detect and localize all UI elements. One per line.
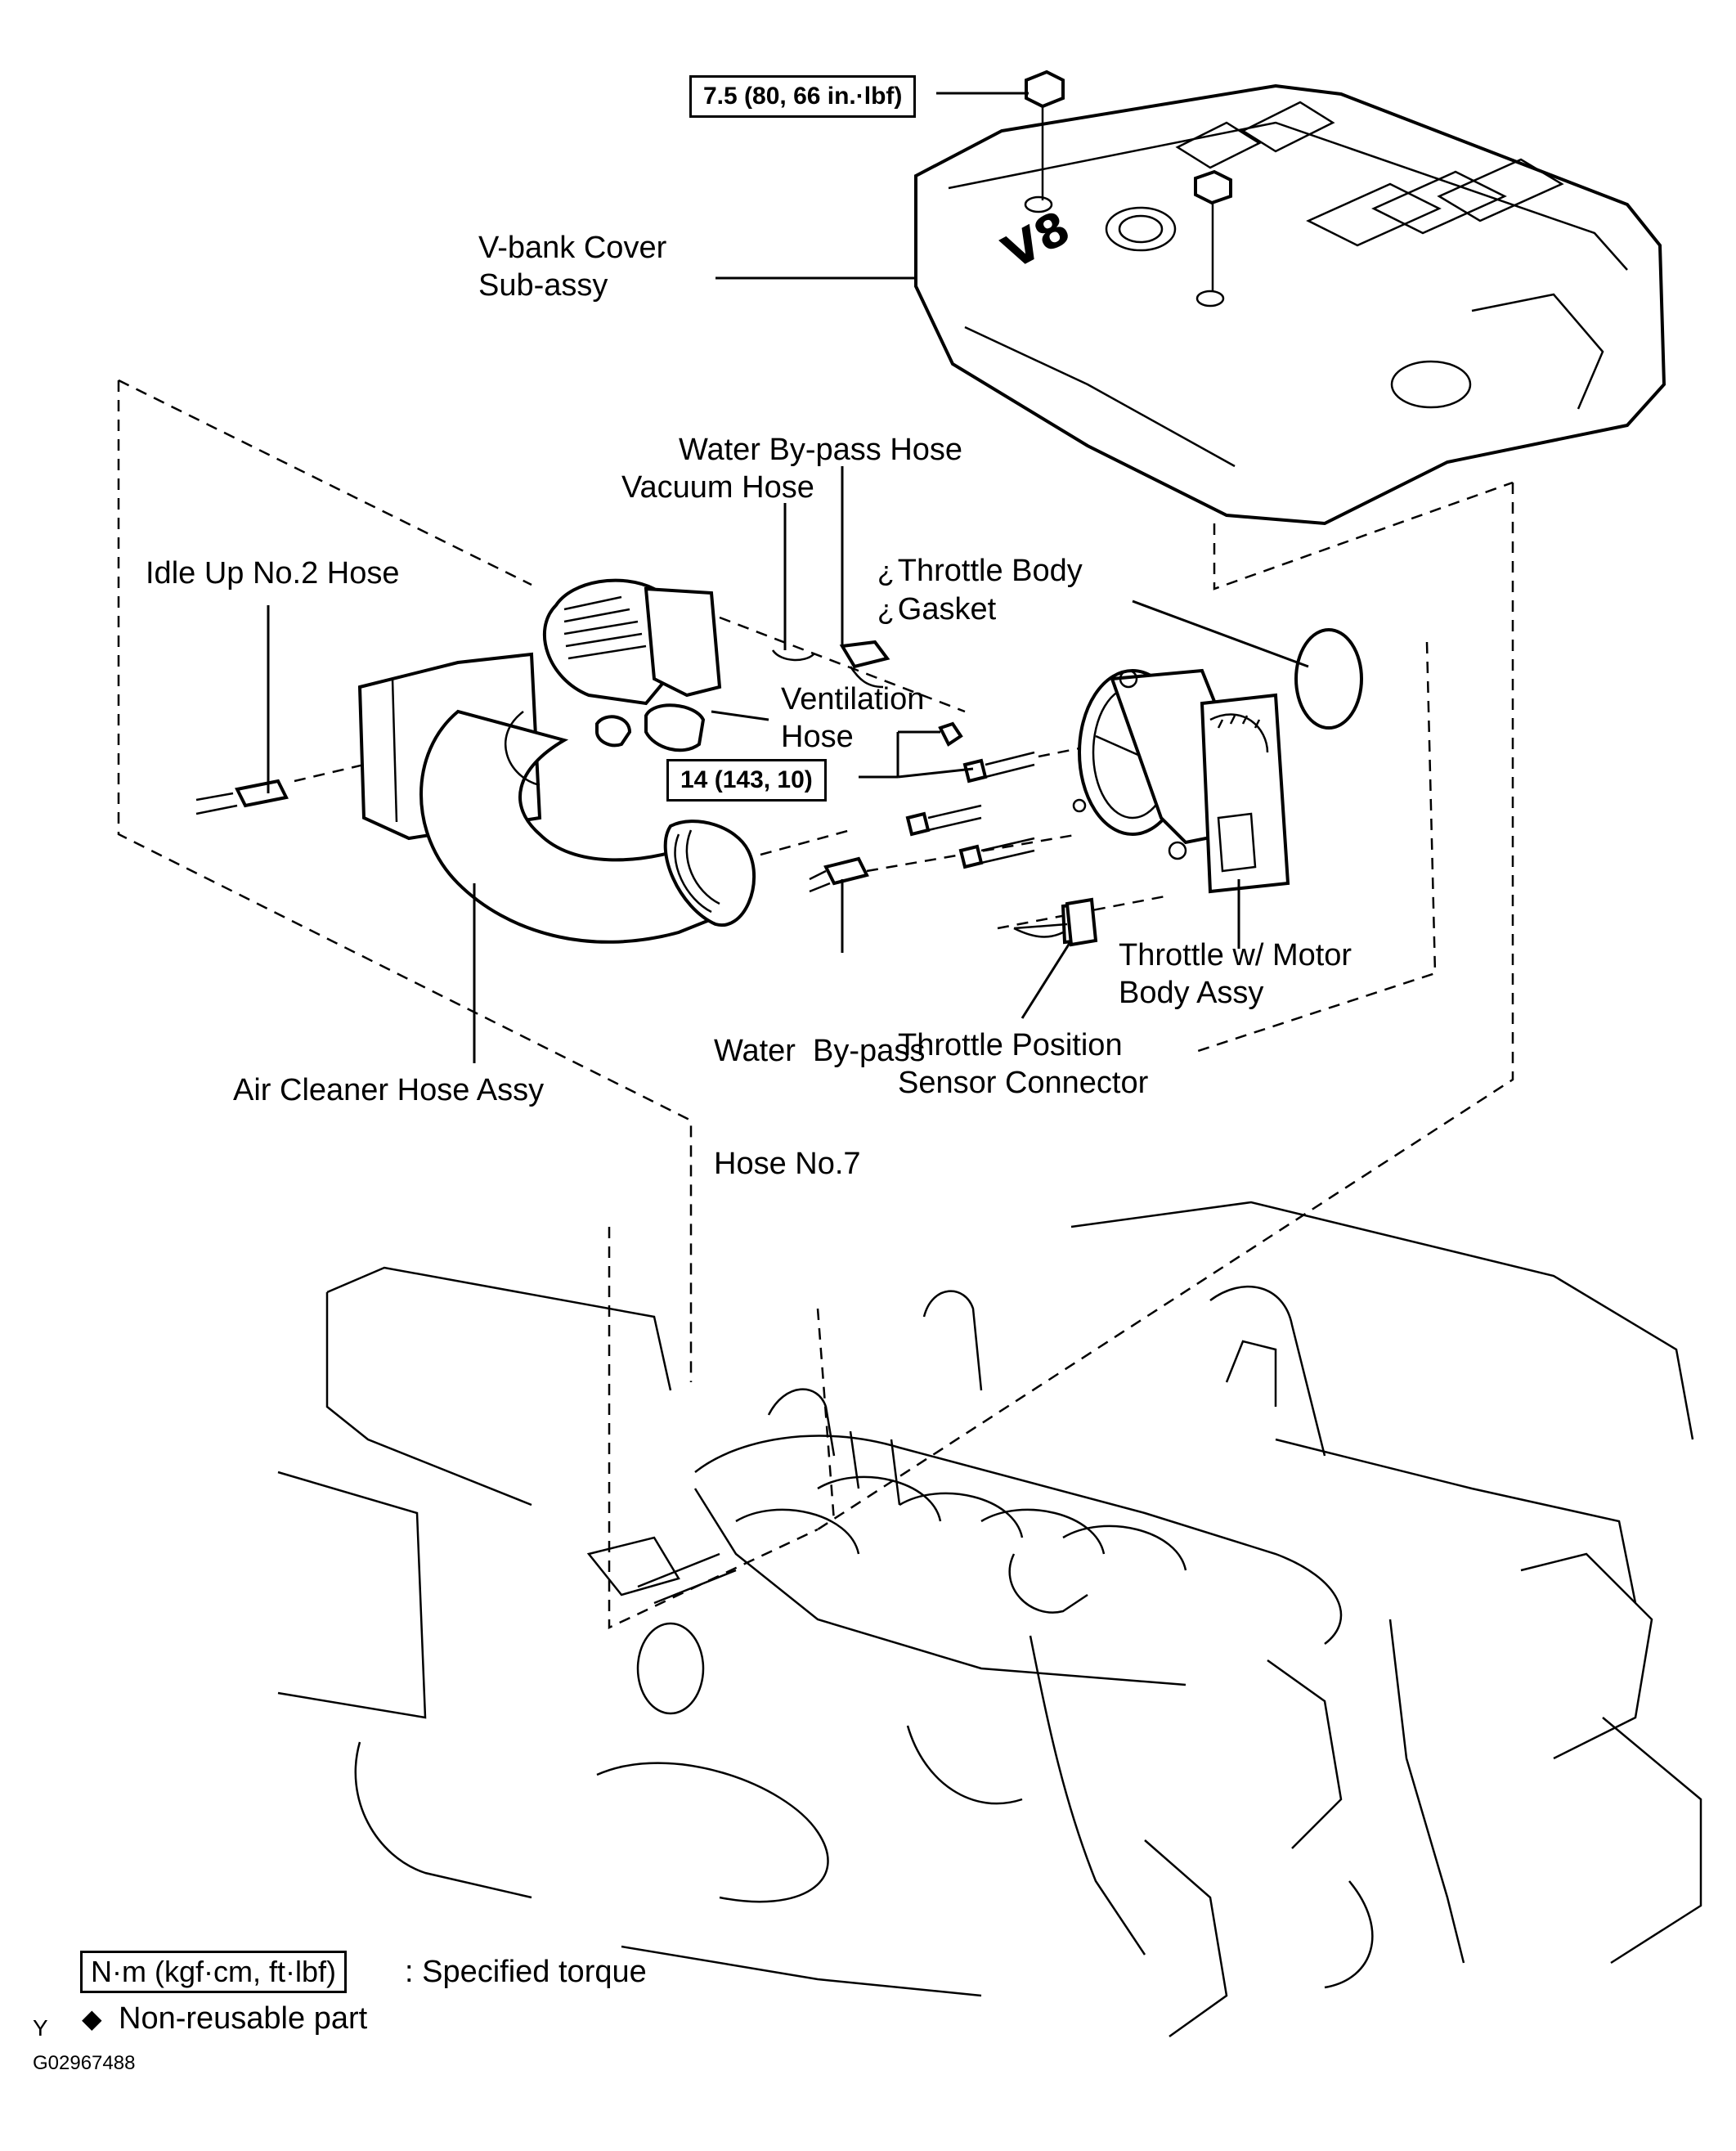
air-cleaner-hose-label: Air Cleaner Hose Assy: [233, 1073, 545, 1107]
throttle-body-drawing: [1078, 668, 1290, 894]
throttle-bolts-drawing: [905, 721, 1087, 869]
throttle-position-sensor-label: Throttle Position Sensor Connector: [898, 1028, 1149, 1100]
legend-torque-box: N·m (kgf·cm, ft·lbf): [80, 1951, 347, 1993]
sensor-connector-drawing: [1013, 897, 1098, 947]
ventilation-hose-label: Ventilation Hose: [781, 682, 925, 754]
vacuum-hose-label: Vacuum Hose: [621, 470, 814, 505]
leader-lines: [267, 92, 1309, 1063]
legend-nonreusable-text: Non-reusable part: [119, 2001, 368, 2036]
figure-id: G02967488: [33, 2052, 136, 2074]
air-cleaner-hose-drawing: [357, 578, 756, 944]
gasket-drawing: [1294, 628, 1363, 730]
vbank-cover-label: V-bank Cover Sub-assy: [478, 231, 667, 303]
legend-nonreusable-symbol: ◆: [82, 2004, 102, 2033]
non-reusable-mark: ¿: [877, 595, 895, 626]
engine-assembly-drawing: [277, 1201, 1702, 2038]
throttle-body-gasket-label: ¿Throttle Body ¿Gasket: [877, 554, 1083, 626]
water-bypass-hose-label: Water By-pass Hose: [679, 433, 963, 467]
vbank-cover-drawing: V8: [914, 83, 1666, 526]
idle-up-hose-label: Idle Up No.2 Hose: [146, 556, 400, 591]
cover-nut-drawing: [1025, 70, 1232, 290]
corner-mark: Y: [33, 2015, 48, 2041]
legend-torque-text: : Specified torque: [405, 1955, 647, 1989]
non-reusable-mark: ¿: [877, 556, 895, 587]
throttle-bolt-torque-spec: 14 (143, 10): [666, 759, 827, 802]
water-bypass-hose-7-label: Water By-pass Hose No.7: [714, 1034, 926, 1181]
throttle-motor-body-label: Throttle w/ Motor Body Assy: [1119, 938, 1352, 1010]
cover-nut-torque-spec: 7.5 (80, 66 in.·lbf): [689, 75, 917, 118]
